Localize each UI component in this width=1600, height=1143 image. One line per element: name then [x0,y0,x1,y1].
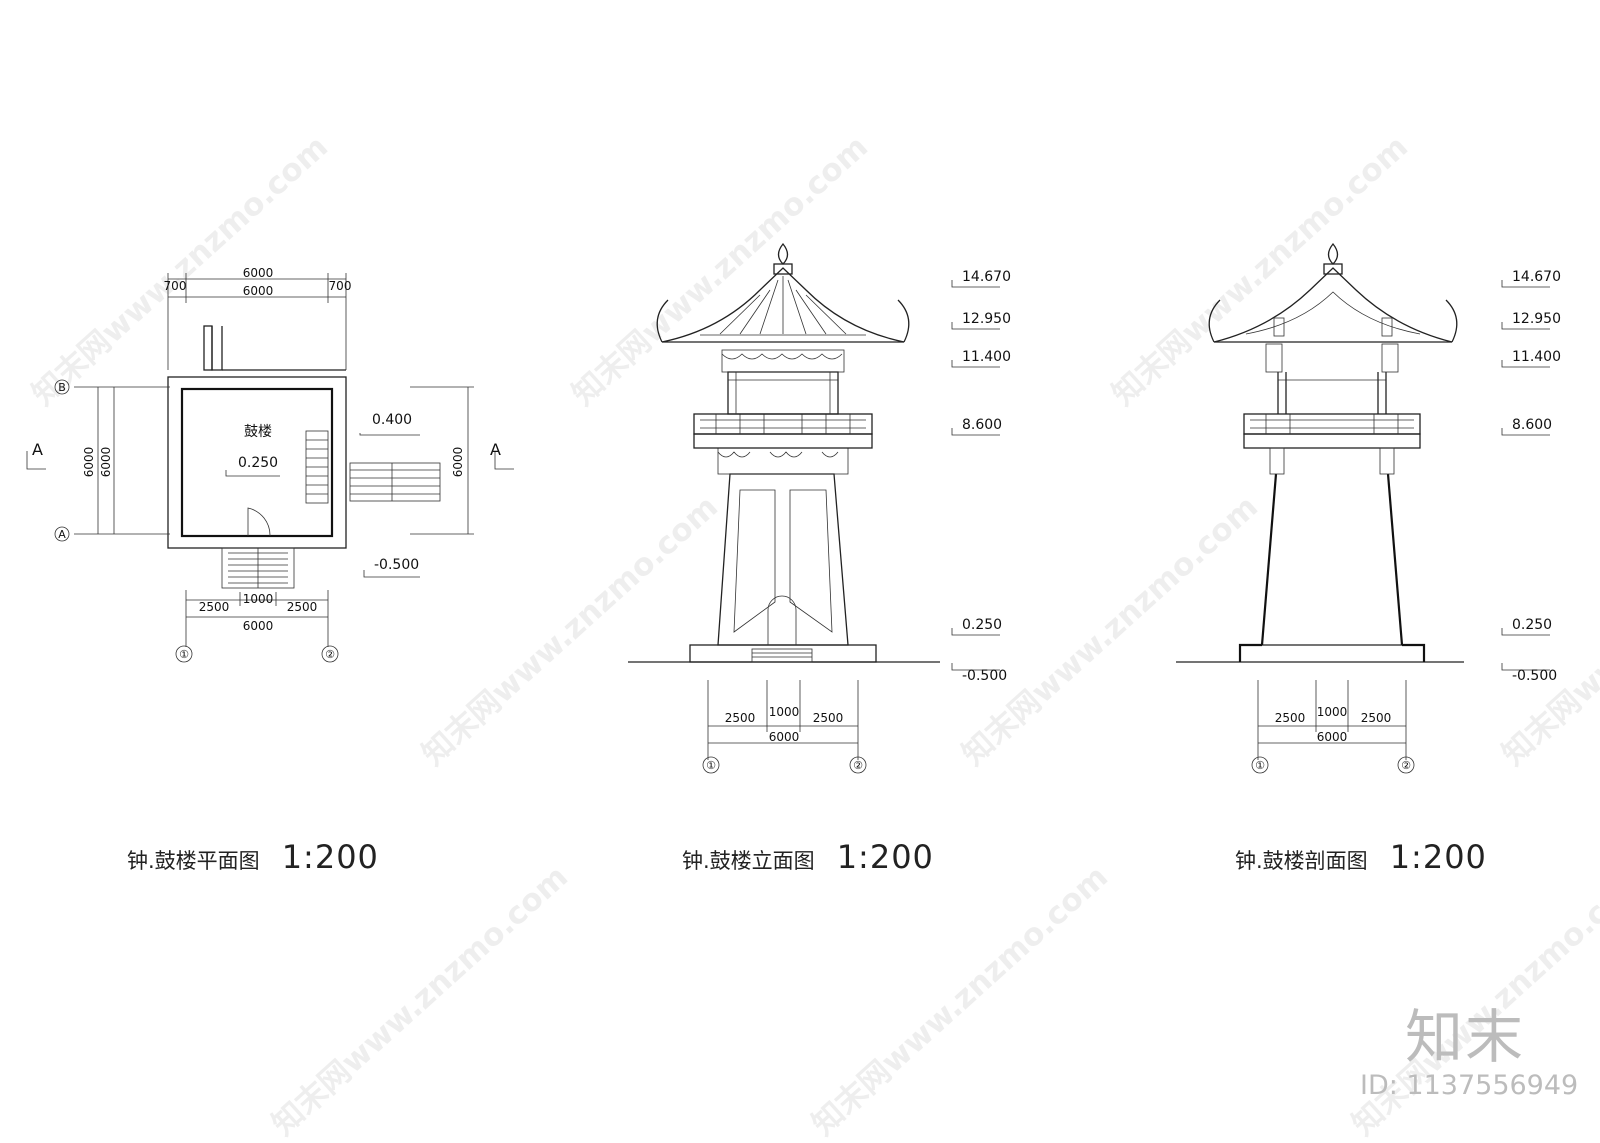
dim-label: 2500 [199,600,230,614]
elevation-levels: 14.670 12.950 11.400 8.600 0.250 -0.500 [951,269,1011,684]
dim-label: 6000 [243,284,274,298]
dim-label: 2500 [1275,711,1306,725]
level-label: -0.500 [962,668,1007,684]
section-mark: A [32,440,43,459]
section-drawing [1176,242,1464,663]
axis-label: ② [1401,759,1411,772]
exterior-stair-front [221,547,295,589]
level-label: 12.950 [1512,311,1561,327]
level-label: 0.250 [962,617,1002,633]
level-label: 0.250 [1512,617,1552,633]
axis-label: B [58,381,66,394]
dim-label: 2500 [725,711,756,725]
section-title: 钟.鼓楼剖面图 1:200 [1235,838,1487,876]
dim-label: 2500 [287,600,318,614]
elevation-title: 钟.鼓楼立面图 1:200 [682,838,934,876]
dim-label: 700 [329,279,352,293]
dim-label: 1000 [1317,705,1348,719]
level-label: 14.670 [962,269,1011,285]
dim-label: 2500 [1361,711,1392,725]
interior-stair [305,430,329,504]
level-label: -0.500 [1512,668,1557,684]
room-label: 鼓楼 [244,424,272,440]
axis-label: A [58,528,66,541]
elevation-scale: 1:200 [836,838,934,876]
plan-scale: 1:200 [281,838,379,876]
brand-logo: 知末 [1405,1003,1526,1071]
level-label: 11.400 [1512,349,1561,365]
axis-label: ② [325,648,335,661]
axis-label: ① [179,648,189,661]
section-levels: 14.670 12.950 11.400 8.600 0.250 -0.500 [1501,269,1561,684]
dim-label: 6000 [243,266,274,280]
section-title-text: 钟.鼓楼剖面图 [1235,849,1368,873]
dim-label: 6000 [769,730,800,744]
level-label: 0.250 [238,455,278,471]
plan-title-text: 钟.鼓楼平面图 [127,849,260,873]
dim-label: 2500 [813,711,844,725]
level-label: 8.600 [1512,417,1552,433]
dim-label: 6000 [99,447,113,478]
level-label: -0.500 [374,557,419,573]
level-label: 0.400 [372,412,412,428]
dim-label: 1000 [769,705,800,719]
elevation-drawing [628,242,940,663]
axis-label: ② [853,759,863,772]
dim-label: 6000 [451,447,465,478]
level-label: 11.400 [962,349,1011,365]
dim-label: 1000 [243,592,274,606]
section-scale: 1:200 [1389,838,1487,876]
door-swing [247,507,271,537]
section-mark: A [490,440,501,459]
dim-label: 6000 [82,447,96,478]
dim-label: 6000 [1317,730,1348,744]
section-dimensions: 2500 1000 2500 6000 ① ② [1251,680,1415,774]
floor-plan: 700 6000 700 6000 鼓楼 0.250 0.400 [26,266,514,663]
plan-title: 钟.鼓楼平面图 1:200 [127,838,379,876]
dim-label: 700 [164,279,187,293]
dim-label: 6000 [243,619,274,633]
resource-id: ID: 1137556949 [1360,1070,1579,1101]
level-label: 14.670 [1512,269,1561,285]
axis-label: ① [1255,759,1265,772]
level-label: 12.950 [962,311,1011,327]
elevation-dimensions: 2500 1000 2500 6000 ① ② [702,680,867,774]
elevation-title-text: 钟.鼓楼立面图 [682,849,815,873]
axis-label: ① [706,759,716,772]
level-label: 8.600 [962,417,1002,433]
exterior-stair-right [349,462,441,502]
